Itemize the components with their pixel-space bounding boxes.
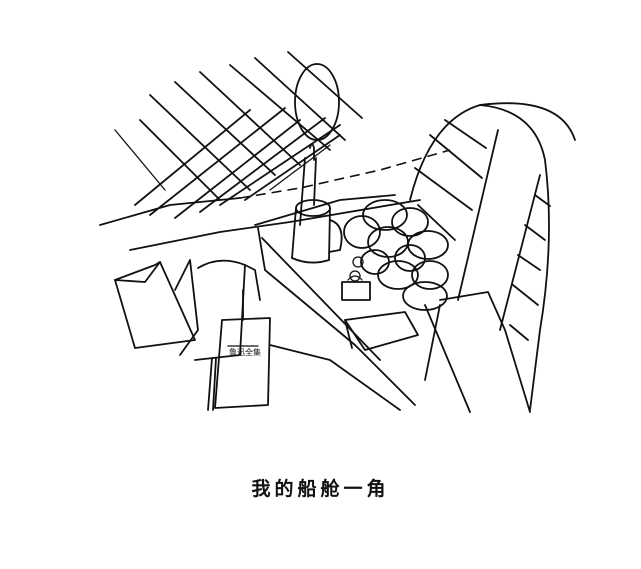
standing-book xyxy=(207,289,271,411)
books xyxy=(114,259,261,361)
small-box xyxy=(344,311,419,351)
caption: 我的船舱一角 xyxy=(251,478,390,500)
window-grid xyxy=(114,51,363,219)
book-spine-label: 鲁迅全集 xyxy=(229,347,261,357)
mug xyxy=(291,199,343,264)
cabin-illustration: 鲁迅全集 xyxy=(99,51,576,413)
chair xyxy=(409,102,576,413)
small-jar xyxy=(341,270,371,301)
fruit-pile xyxy=(343,199,449,311)
